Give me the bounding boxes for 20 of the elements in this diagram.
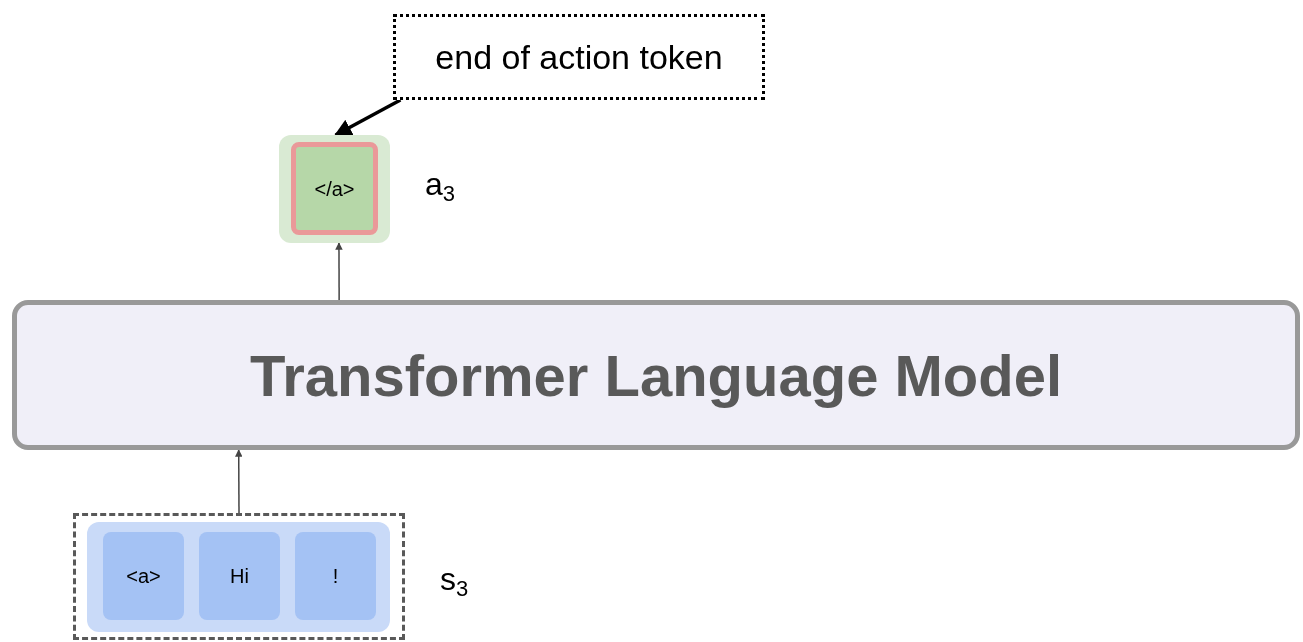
subscript-label: s$_{3}$ (440, 563, 469, 595)
node-text: </a> (314, 176, 355, 202)
arrow (334, 98, 402, 137)
token-group (87, 522, 390, 632)
token-box (199, 532, 280, 620)
token-box (103, 532, 184, 620)
token-box (291, 142, 378, 235)
output-token-frame (279, 135, 390, 243)
node-text: end of action token (435, 36, 723, 78)
node-text: Transformer Language Model (249, 341, 1063, 410)
token-box (295, 532, 376, 620)
node-text: ! (332, 564, 339, 589)
arrow (234, 449, 243, 514)
subscript-label: a$_{3}$ (425, 168, 456, 200)
node-text: Hi (230, 564, 249, 589)
state-frame (73, 513, 405, 640)
callout-box (393, 14, 765, 100)
model-box (12, 300, 1300, 450)
arrow (335, 242, 343, 301)
node-text: <a> (126, 564, 161, 589)
